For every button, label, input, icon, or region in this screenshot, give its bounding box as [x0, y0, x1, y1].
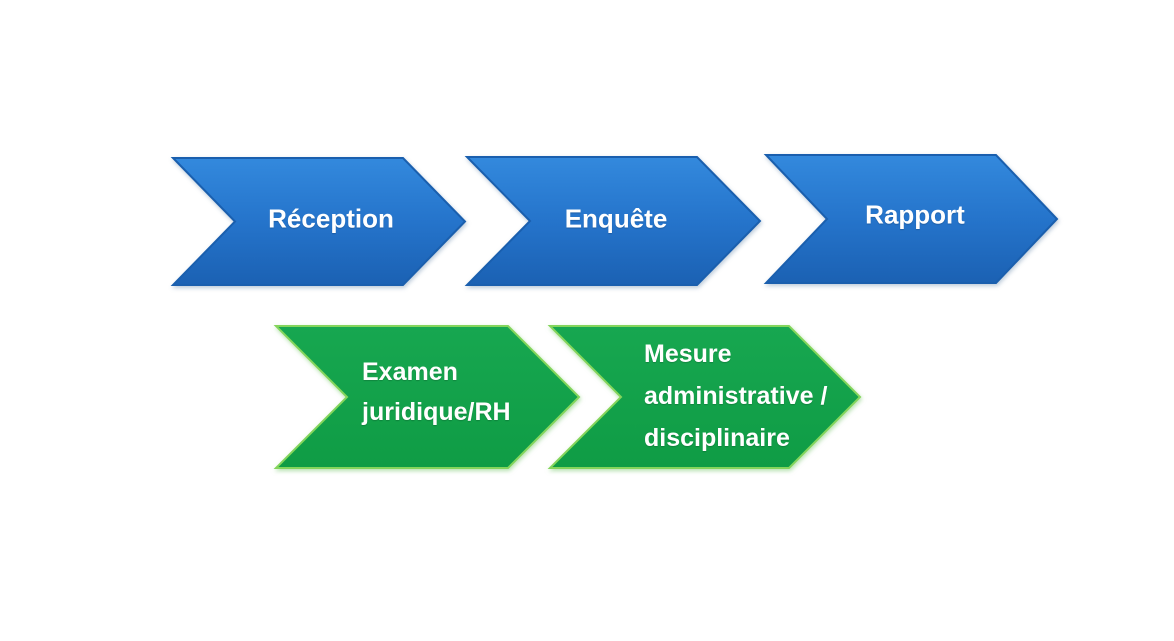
chevron-reception: [170, 157, 467, 286]
step-label-line: juridique/RH: [362, 398, 511, 426]
step-label-reception: Réception: [268, 203, 394, 234]
chevron-examen-juridique-rh: [273, 325, 581, 469]
chevron-enquete: [464, 156, 762, 286]
step-label-line: Mesure: [644, 340, 732, 368]
step-label-enquete: Enquête: [564, 203, 668, 234]
step-label-line: administrative /: [644, 382, 828, 410]
step-label-line: Examen: [362, 358, 458, 386]
step-label-line: disciplinaire: [644, 424, 790, 452]
step-label-examen-juridique-rh: Examen juridique/RH: [362, 352, 511, 432]
chevron-mesure-administrative: [547, 325, 862, 469]
step-label-mesure-administrative: Mesure administrative / disciplinaire: [644, 333, 827, 459]
chevron-rapport: [763, 154, 1059, 284]
step-label-rapport: Rapport: [865, 199, 965, 230]
